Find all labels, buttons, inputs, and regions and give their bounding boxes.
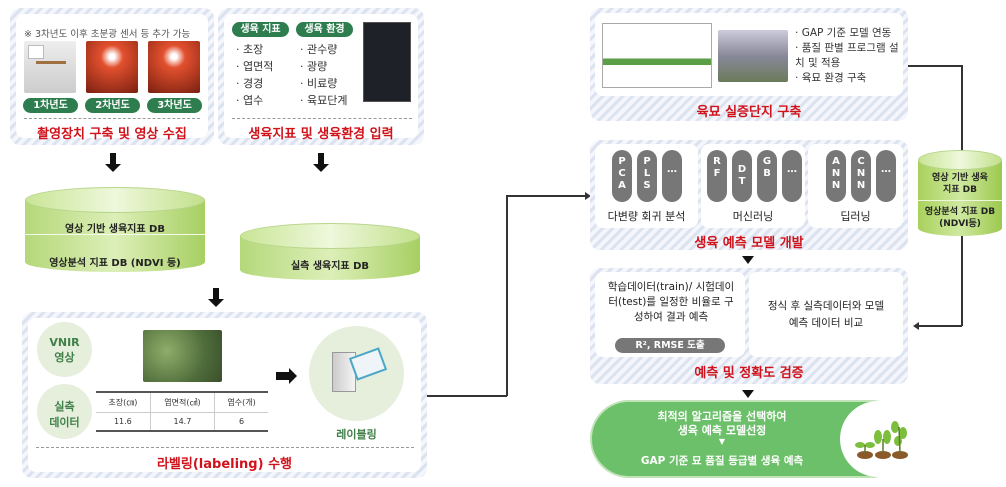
table-cell: 11.6 [113, 417, 132, 426]
verify-right-text: 정식 후 실측데이터와 모델 예측 데이터 비교 [767, 300, 885, 329]
site-bullet: GAP 기준 모델 연동 [801, 27, 892, 39]
growth-index-tag: 생육 지표 [232, 22, 289, 37]
studio-photo-year3 [148, 41, 200, 93]
model-dt: D T [732, 150, 752, 202]
arrow-head-icon [913, 322, 919, 330]
final-line2: 생육 예측 모델선정 [677, 424, 767, 437]
growth-item: 경경 [243, 77, 264, 90]
image-db-bottom: 영상분석 지표 DB (NDVI 등) [49, 258, 181, 269]
arrow-down-icon [742, 390, 754, 398]
model-more: … [662, 150, 682, 202]
group-label: 다변량 회귀 분석 [607, 210, 686, 223]
capture-panel: ※ 3차년도 이후 초분광 센서 등 추가 가능 1차년도 2차년도 3차년도 … [10, 8, 214, 145]
env-item: 관수량 [307, 43, 338, 56]
arrow-right-icon [276, 368, 297, 384]
site-panel: · GAP 기준 모델 연동 · 품질 판별 프로그램 설치 및 적용 · 육묘… [590, 8, 908, 121]
final-line3: GAP 기준 묘 품질 등급별 생육 예측 [640, 455, 804, 467]
growth-item: 초장 [243, 43, 264, 56]
metric-badge: R², RMSE 도출 [615, 338, 725, 353]
labeling-label: 레이블링 [336, 428, 377, 441]
model-title: 생육 예측 모델 개발 [694, 236, 804, 251]
model-more: … [782, 150, 802, 202]
vnir-label: 영상 [54, 351, 75, 364]
model-pca: P C A [612, 150, 632, 202]
capture-title: 촬영장치 구축 및 영상 수집 [37, 127, 187, 142]
group-label: 딥러닝 [840, 210, 871, 223]
model-gb: G B [757, 150, 777, 202]
right-db-cylinder [918, 160, 1002, 236]
capture-note: ※ 3차년도 이후 초분광 센서 등 추가 가능 [24, 29, 191, 40]
input-title: 생육지표 및 생육환경 입력 [248, 127, 394, 142]
labeling-title: 라벨링(labeling) 수행 [156, 457, 293, 472]
input-panel: 생육 지표 생육 환경 · 초장 · 엽면적 · 경경 · 엽수 · 관수량 ·… [218, 8, 424, 145]
verify-left-text: 학습데이터(train)/ 시험데이터(test)를 일정한 비율로 구성하여 … [607, 281, 735, 323]
verify-title: 예측 및 정확도 검증 [694, 366, 804, 381]
final-line1: 최적의 알고리즘을 선택하여 [657, 410, 787, 423]
year2-label: 2차년도 [85, 98, 140, 113]
measured-db-label: 실측 생육지표 DB [290, 261, 370, 272]
model-panel: P C A P L S … R F D T G B … A N N C N N … [590, 140, 908, 251]
arrow-down-icon [105, 153, 121, 172]
greenhouse-photo [718, 30, 788, 82]
env-item: 비료량 [307, 77, 338, 90]
table-header: 엽수(개) [214, 392, 268, 413]
year1-label: 1차년도 [23, 98, 78, 113]
software-screenshot [363, 22, 411, 102]
growth-item: 엽수 [243, 94, 264, 107]
growth-env-list: · 관수량 · 광량 · 비료량 · 육묘단계 [300, 43, 348, 107]
model-ann: A N N [826, 150, 846, 202]
env-item: 광량 [307, 60, 328, 73]
year3-label: 3차년도 [147, 98, 202, 113]
site-bullets: · GAP 기준 모델 연동 · 품질 판별 프로그램 설치 및 적용 · 육묘… [795, 27, 899, 84]
studio-photo-year2 [86, 41, 138, 93]
vnir-circle: VNIR 영상 [37, 322, 92, 377]
model-rf: R F [707, 150, 727, 202]
arrow-down-icon [742, 256, 754, 264]
growth-env-tag: 생육 환경 [296, 22, 353, 37]
measured-label: 데이터 [49, 416, 80, 429]
site-title: 육묘 실증단지 구축 [696, 105, 802, 120]
verify-panel: 학습데이터(train)/ 시험데이터(test)를 일정한 비율로 구성하여 … [590, 268, 908, 384]
arrow-down-icon [208, 288, 224, 307]
seedling-icon [840, 401, 916, 477]
seedling-photo [143, 330, 222, 382]
growth-index-list: · 초장 · 엽면적 · 경경 · 엽수 [236, 43, 274, 107]
vnir-label: VNIR [49, 336, 80, 349]
final-arrow: ▼ [718, 437, 726, 446]
site-bullet: 품질 판별 프로그램 설치 및 적용 [795, 42, 899, 69]
image-db-top: 영상 기반 생육지표 DB [65, 224, 165, 235]
measured-label: 실측 [54, 400, 75, 413]
arrow-down-icon [313, 153, 329, 172]
model-pls: P L S [637, 150, 657, 202]
arrow-head-icon [585, 192, 591, 200]
table-header: 엽면적(㎠) [149, 392, 215, 413]
model-more: … [876, 150, 896, 202]
env-item: 육묘단계 [307, 94, 348, 107]
studio-photo-year1 [24, 41, 76, 93]
table-header: 초장(㎝) [108, 398, 138, 407]
site-bullet: 육묘 환경 구축 [801, 72, 867, 84]
right-db-top: 영상 기반 생육지표 DB [932, 173, 988, 195]
growth-item: 엽면적 [243, 60, 274, 73]
right-db-bottom: 영상분석 지표 DB (NDVI등) [924, 207, 996, 229]
final-result-box: 최적의 알고리즘을 선택하여 생육 예측 모델선정 ▼ GAP 기준 묘 품질 … [590, 400, 916, 478]
model-cnn: C N N [851, 150, 871, 202]
greenhouse-diagram [602, 23, 712, 88]
table-cell: 6 [214, 412, 268, 431]
table-cell: 14.7 [149, 412, 215, 431]
group-label: 머신러닝 [732, 210, 774, 223]
